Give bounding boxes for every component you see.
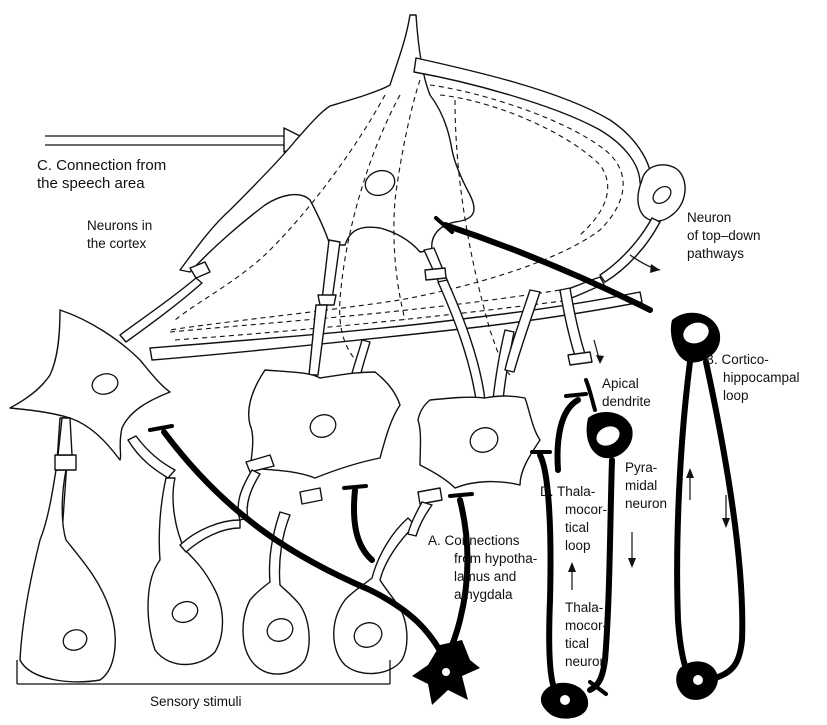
label-cortico-3: loop [723,388,749,403]
label-loop-d-3: tical [565,520,589,535]
label-conn-a-2: from hypotha- [454,551,537,566]
label-pyramidal-3: neuron [625,496,667,511]
pyramidal-neuron-black [586,380,633,694]
label-thalneuron-3: tical [565,636,589,651]
label-loop-d-4: loop [565,538,591,553]
apical-dendrite-fibers [505,288,604,372]
label-neurons-cortex-1: Neurons in [87,218,152,233]
label-conn-a-3: lamus and [454,569,516,584]
label-neurons-cortex-2: the cortex [87,236,147,251]
label-speech-connection-1: C. Connection from [37,157,166,174]
sensory-neuron-3 [238,455,322,674]
cortex-neuron-right [418,396,540,488]
label-apical-2: dendrite [602,394,651,409]
sensory-neuron-2 [128,436,240,665]
label-loop-d-2: mocor- [565,502,607,517]
top-cortical-neuron [180,15,651,272]
label-topdown-3: pathways [687,246,744,261]
label-conn-a-1: A. Connections [428,533,520,548]
label-pyramidal-1: Pyra- [625,460,657,475]
label-loop-d-1: D. Thala- [540,484,595,499]
label-cortico-1: B. Cortico- [705,352,769,367]
label-thalneuron-1: Thala- [565,600,603,615]
label-thalneuron-4: neuron [565,654,607,669]
label-pyramidal-2: midal [625,478,657,493]
label-topdown-2: of top–down [687,228,761,243]
label-conn-a-4: amygdala [454,587,513,602]
label-apical-1: Apical [602,376,639,391]
label-topdown-1: Neuron [687,210,731,225]
speech-area-connection [45,128,300,152]
label-cortico-2: hippocampal [723,370,800,385]
sensory-neuron-1 [20,418,115,682]
label-thalneuron-2: mocor- [565,618,607,633]
label-speech-connection-2: the speech area [37,175,145,192]
label-sensory-stimuli: Sensory stimuli [150,694,242,709]
